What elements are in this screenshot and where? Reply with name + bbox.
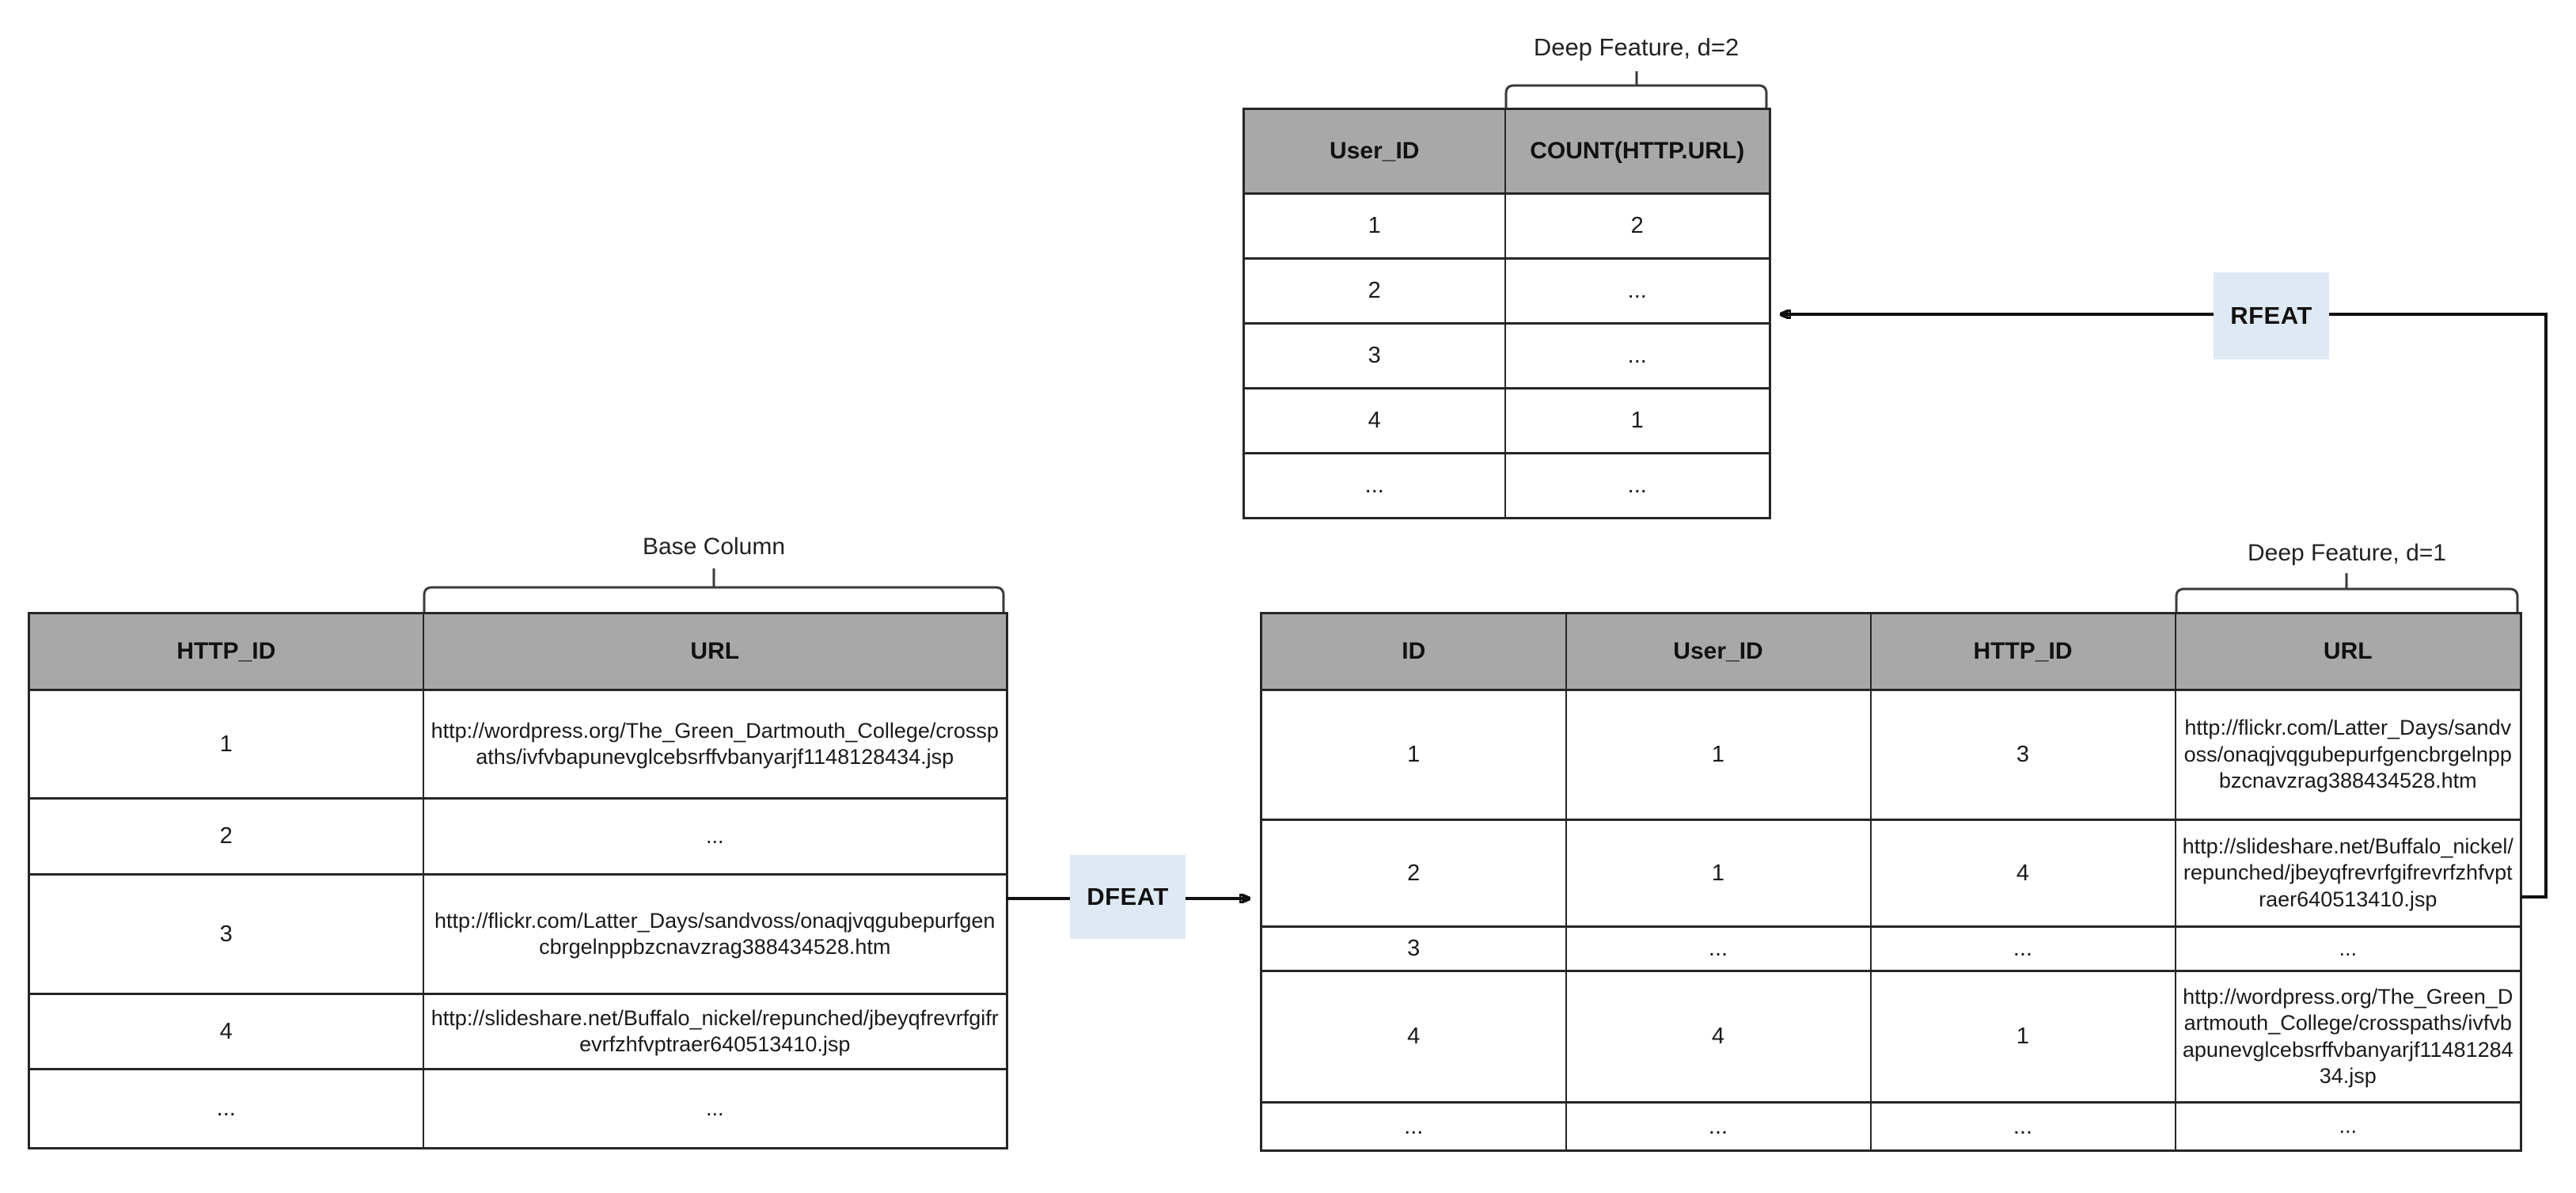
rfeat-in-line — [2329, 313, 2548, 899]
table-row: 2 ... — [28, 797, 1008, 876]
deep-feature-d1-label: Deep Feature, d=1 — [2247, 540, 2446, 566]
table-cell: 1 — [28, 689, 424, 800]
column-header: User_ID — [1565, 612, 1872, 691]
table-row: 4 4 1 http://wordpress.org/The_Green_Dar… — [1260, 970, 2522, 1104]
table-cell: 1 — [1260, 689, 1567, 821]
brace-icon — [423, 568, 1005, 612]
user-features-table: User_ID COUNT(HTTP.URL) 1 2 2 ... 3 ... … — [1242, 108, 1771, 519]
table-cell: 1 — [1565, 689, 1872, 821]
table-cell: 3 — [28, 873, 424, 995]
table-cell: 2 — [28, 797, 424, 876]
column-header: HTTP_ID — [28, 612, 424, 691]
table-row: 4 http://slideshare.net/Buffalo_nickel/r… — [28, 993, 1008, 1070]
table-cell: ... — [1260, 1101, 1567, 1152]
table-cell: ... — [1869, 925, 2176, 972]
http-table: HTTP_ID URL 1 http://wordpress.org/The_G… — [28, 612, 1008, 1149]
table-cell: 1 — [1869, 970, 2176, 1104]
table-cell: ... — [1242, 452, 1506, 519]
table-row: ... ... — [1242, 452, 1771, 519]
table-cell: 3 — [1242, 322, 1506, 389]
table-cell: 2 — [1504, 192, 1771, 260]
column-header: COUNT(HTTP.URL) — [1504, 108, 1771, 195]
table-header-row: HTTP_ID URL — [28, 612, 1008, 691]
column-header: URL — [422, 612, 1008, 691]
table-cell: 1 — [1504, 387, 1771, 454]
brace-icon — [2175, 573, 2519, 612]
table-cell: 2 — [1242, 257, 1506, 325]
table-row: 2 1 4 http://slideshare.net/Buffalo_nick… — [1260, 819, 2522, 928]
table-cell: 4 — [1260, 970, 1567, 1104]
table-cell: 4 — [1242, 387, 1506, 454]
table-row: 1 http://wordpress.org/The_Green_Dartmou… — [28, 689, 1008, 800]
table-cell: ... — [1565, 925, 1872, 972]
table-row: 1 2 — [1242, 192, 1771, 260]
table-row: 3 ... — [1242, 322, 1771, 389]
table-header-row: ID User_ID HTTP_ID URL — [1260, 612, 2522, 691]
table-cell: 4 — [28, 993, 424, 1070]
table-row: ... ... ... ... — [1260, 1101, 2522, 1152]
url-cell: http://flickr.com/Latter_Days/sandvoss/o… — [2174, 689, 2522, 821]
table-row: 4 1 — [1242, 387, 1771, 454]
dfeat-operator-box: DFEAT — [1070, 855, 1186, 939]
url-cell: http://slideshare.net/Buffalo_nickel/rep… — [2174, 819, 2522, 928]
column-header: ID — [1260, 612, 1567, 691]
rfeat-operator-box: RFEAT — [2214, 272, 2329, 359]
table-cell: ... — [1504, 322, 1771, 389]
url-cell: http://wordpress.org/The_Green_Dartmouth… — [422, 689, 1008, 800]
column-header: HTTP_ID — [1869, 612, 2176, 691]
table-cell: 3 — [1260, 925, 1567, 972]
url-cell: http://flickr.com/Latter_Days/sandvoss/o… — [422, 873, 1008, 995]
table-cell: 2 — [1260, 819, 1567, 928]
table-row: 3 ... ... ... — [1260, 925, 2522, 972]
table-cell: 4 — [1869, 819, 2176, 928]
url-cell: ... — [422, 1068, 1008, 1149]
table-row: 3 http://flickr.com/Latter_Days/sandvoss… — [28, 873, 1008, 995]
table-cell: 4 — [1565, 970, 1872, 1104]
url-cell: ... — [422, 797, 1008, 876]
table-cell: ... — [1565, 1101, 1872, 1152]
table-cell: 3 — [1869, 689, 2176, 821]
interactions-table: ID User_ID HTTP_ID URL 1 1 3 http://flic… — [1260, 612, 2522, 1152]
url-cell: ... — [2174, 925, 2522, 972]
table-cell: 1 — [1565, 819, 1872, 928]
table-cell: ... — [1504, 452, 1771, 519]
url-cell: ... — [2174, 1101, 2522, 1152]
base-column-label: Base Column — [642, 534, 786, 560]
column-header: User_ID — [1242, 108, 1506, 195]
url-cell: http://wordpress.org/The_Green_Dartmouth… — [2174, 970, 2522, 1104]
table-cell: 1 — [1242, 192, 1506, 260]
table-row: 2 ... — [1242, 257, 1771, 325]
table-cell: ... — [1504, 257, 1771, 325]
url-cell: http://slideshare.net/Buffalo_nickel/rep… — [422, 993, 1008, 1070]
table-cell: ... — [1869, 1101, 2176, 1152]
table-row: 1 1 3 http://flickr.com/Latter_Days/sand… — [1260, 689, 2522, 821]
deep-feature-d2-label: Deep Feature, d=2 — [1533, 33, 1739, 61]
brace-icon — [1504, 71, 1768, 108]
column-header: URL — [2174, 612, 2522, 691]
table-cell: ... — [28, 1068, 424, 1149]
table-header-row: User_ID COUNT(HTTP.URL) — [1242, 108, 1771, 195]
table-row: ... ... — [28, 1068, 1008, 1149]
